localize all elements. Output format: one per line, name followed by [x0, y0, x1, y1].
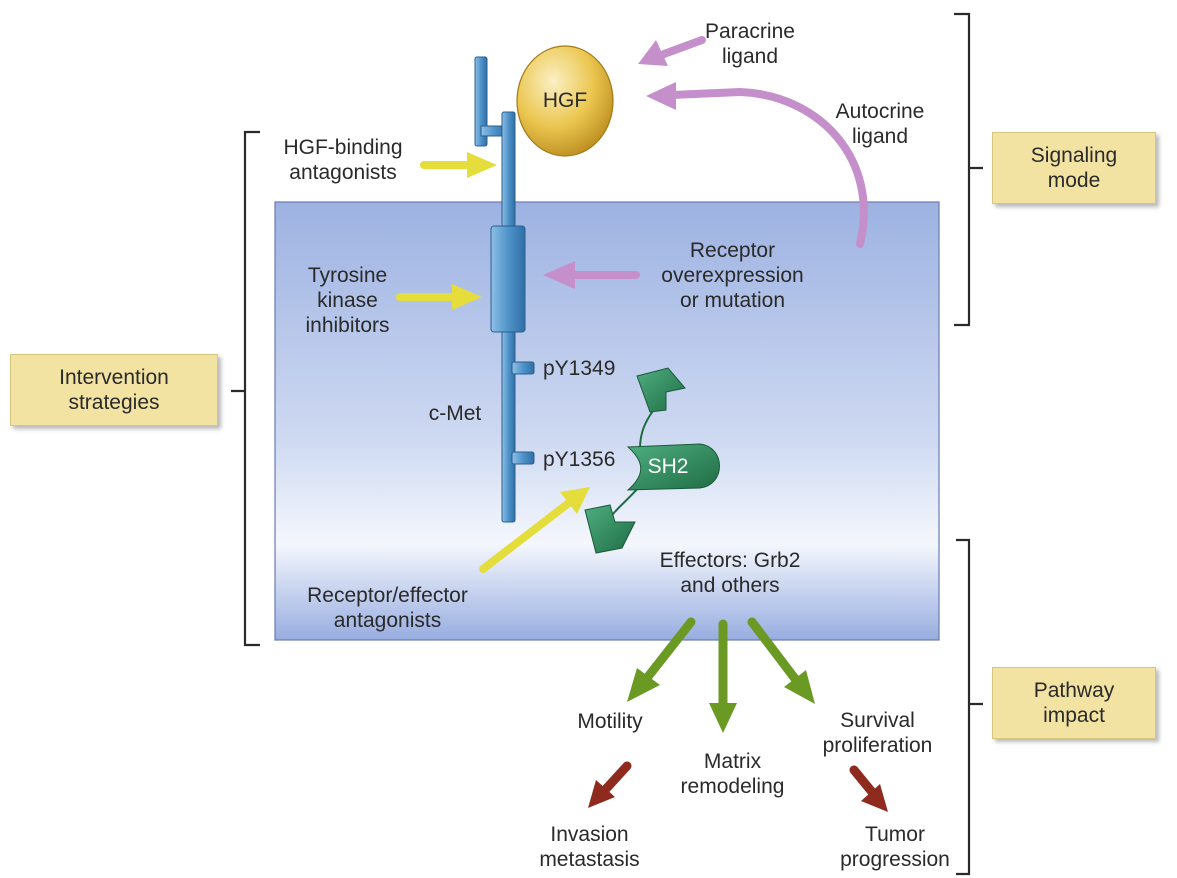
survival-arrow-shaft — [747, 617, 801, 685]
signaling-mode-bracket — [954, 12, 983, 327]
motility-arrowhead — [627, 668, 660, 702]
invasion-arrow-shaft — [600, 761, 632, 795]
invasion-arrowhead — [588, 780, 615, 808]
survival-arrowhead — [784, 670, 815, 704]
autocrine-arrow-curve — [668, 87, 868, 248]
motility-label: Motility — [577, 710, 643, 733]
paracrine-arrowhead — [638, 40, 668, 66]
site-pY1349 — [511, 361, 535, 375]
autocrine-arrowhead — [646, 82, 676, 110]
hgf-ligand — [516, 45, 614, 157]
receptor-effector-arrow-shaft — [479, 498, 574, 573]
pathway-impact-bracket — [956, 538, 983, 876]
overexpression-arrowhead — [543, 261, 575, 289]
motility-arrow-shaft — [642, 617, 696, 683]
site-pY1356-label: pY1356 — [543, 448, 616, 471]
paracrine-arrow-shaft — [660, 36, 706, 58]
kinase-domain — [490, 225, 526, 333]
sh2-domain — [626, 443, 720, 491]
tumor-arrow-shaft — [849, 765, 877, 797]
site-pY1349-label: pY1349 — [543, 357, 616, 380]
hgf-label: HGF — [542, 89, 588, 112]
matrix-arrowhead — [709, 703, 737, 733]
hgf-binding-arrowhead — [467, 152, 497, 178]
intervention-bracket — [231, 130, 260, 647]
c-met-label: c-Met — [428, 402, 482, 425]
effector-top-domain — [636, 367, 686, 413]
site-pY1356 — [511, 451, 535, 465]
effector-bottom-domain — [584, 504, 636, 554]
c-met-alpha-chain — [474, 56, 488, 147]
sh2-label: SH2 — [647, 455, 689, 478]
tumor-arrowhead — [861, 784, 888, 812]
tki-arrowhead — [452, 284, 482, 310]
receptor-effector-arrowhead — [560, 487, 590, 514]
